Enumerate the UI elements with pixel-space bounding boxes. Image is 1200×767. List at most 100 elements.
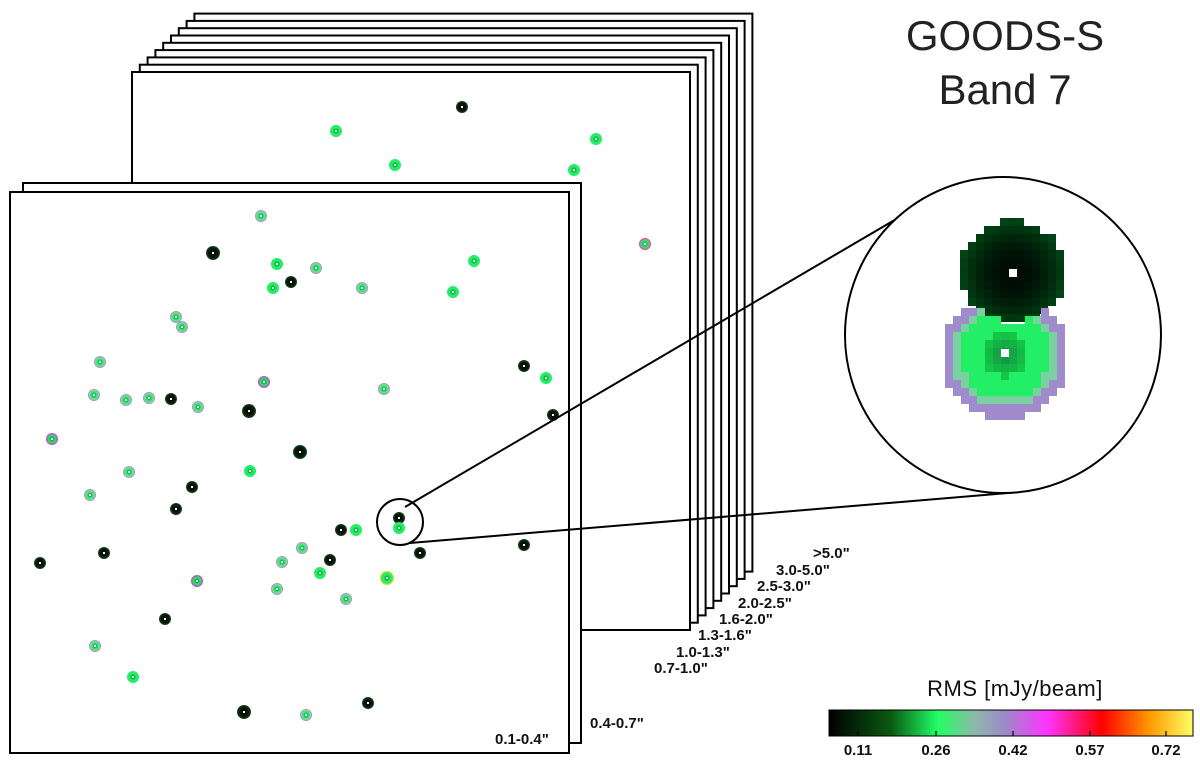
source-center-pixel xyxy=(394,164,396,166)
zoom-pixel xyxy=(969,316,977,324)
zoom-pixel xyxy=(1009,364,1017,372)
source-center-pixel xyxy=(249,470,251,472)
source-center-pixel xyxy=(263,381,265,383)
source-center-pixel xyxy=(148,397,150,399)
zoom-pixel xyxy=(1008,282,1016,290)
zoom-pixel xyxy=(969,388,977,396)
zoom-pixel xyxy=(961,388,969,396)
zoom-pixel xyxy=(1009,332,1017,340)
source-center-pixel xyxy=(89,494,91,496)
zoom-pixel xyxy=(977,380,985,388)
zoom-pixel xyxy=(977,340,985,348)
zoom-pixel xyxy=(961,324,969,332)
zoom-pixel xyxy=(1001,332,1009,340)
zoom-pixel xyxy=(985,356,993,364)
zoom-source-center xyxy=(1009,269,1017,277)
zoom-pixel xyxy=(992,266,1000,274)
zoom-pixel xyxy=(1033,404,1041,412)
zoom-pixel xyxy=(985,380,993,388)
zoom-pixel xyxy=(1041,340,1049,348)
zoom-pixel xyxy=(1025,348,1033,356)
zoom-pixel xyxy=(1024,226,1032,234)
source-center-pixel xyxy=(573,169,575,171)
zoom-pixel xyxy=(976,250,984,258)
zoom-pixel xyxy=(1032,274,1040,282)
zoom-pixel xyxy=(1017,396,1025,404)
zoom-pixel xyxy=(1000,298,1008,306)
zoom-pixel xyxy=(969,332,977,340)
zoom-pixel xyxy=(961,372,969,380)
zoom-pixel xyxy=(1049,324,1057,332)
zoom-pixel xyxy=(1000,258,1008,266)
zoom-pixel xyxy=(969,348,977,356)
zoom-pixel xyxy=(1057,380,1065,388)
zoom-pixel xyxy=(1000,282,1008,290)
zoom-pixel xyxy=(1008,226,1016,234)
zoom-pixel xyxy=(984,234,992,242)
zoom-pixel xyxy=(1025,364,1033,372)
zoom-pixel xyxy=(992,226,1000,234)
zoom-pixel xyxy=(961,332,969,340)
zoom-pixel xyxy=(993,372,1001,380)
source-center-pixel xyxy=(276,263,278,265)
zoom-pixel xyxy=(1041,396,1049,404)
zoom-pixel xyxy=(977,388,985,396)
zoom-pixel xyxy=(953,372,961,380)
zoom-pixel xyxy=(1048,274,1056,282)
zoom-pixel xyxy=(1000,234,1008,242)
zoom-pixel xyxy=(1048,290,1056,298)
zoom-pixel xyxy=(1016,298,1024,306)
zoom-pixel xyxy=(1016,282,1024,290)
zoom-pixel xyxy=(984,258,992,266)
source-center-pixel xyxy=(329,559,331,561)
zoom-pixel xyxy=(1000,274,1008,282)
zoom-pixel xyxy=(1001,324,1009,332)
source-center-pixel xyxy=(523,544,525,546)
zoom-pixel xyxy=(1033,348,1041,356)
source-center-pixel xyxy=(305,714,307,716)
source-center-pixel xyxy=(260,215,262,217)
source-marker-ring xyxy=(379,570,395,586)
zoom-pixel xyxy=(1001,364,1009,372)
zoom-pixel xyxy=(1040,282,1048,290)
source-center-pixel xyxy=(276,588,278,590)
zoom-pixel xyxy=(977,404,985,412)
zoom-pixel xyxy=(1057,364,1065,372)
zoom-pixel xyxy=(1009,412,1017,420)
source-center-pixel xyxy=(340,529,342,531)
resolution-bin-label: 0.7-1.0" xyxy=(654,660,708,677)
source-center-pixel xyxy=(386,577,388,579)
zoom-pixel xyxy=(1024,250,1032,258)
source-center-pixel xyxy=(595,138,597,140)
zoom-pixel xyxy=(1000,314,1008,322)
source-center-pixel xyxy=(335,130,337,132)
zoom-pixel xyxy=(985,332,993,340)
zoom-pixel xyxy=(1033,380,1041,388)
source-center-pixel xyxy=(170,398,172,400)
source-center-pixel xyxy=(191,486,193,488)
zoom-pixel xyxy=(1016,250,1024,258)
zoom-pixel xyxy=(1017,324,1025,332)
zoom-pixel xyxy=(985,340,993,348)
zoom-pixel xyxy=(969,404,977,412)
zoom-pixel xyxy=(953,324,961,332)
zoom-pixel xyxy=(985,372,993,380)
zoom-pixel xyxy=(976,274,984,282)
zoom-pixel xyxy=(1041,380,1049,388)
zoom-pixel xyxy=(1008,274,1016,282)
zoom-pixel xyxy=(1024,266,1032,274)
zoom-pixel xyxy=(1057,348,1065,356)
zoom-pixel xyxy=(993,340,1001,348)
zoom-pixel xyxy=(1000,242,1008,250)
source-center-pixel xyxy=(272,287,274,289)
source-center-pixel xyxy=(243,711,245,713)
resolution-bin-labels: 0.1-0.4"0.4-0.7"0.7-1.0"1.0-1.3"1.3-1.6"… xyxy=(495,545,850,748)
zoom-pixel xyxy=(1025,340,1033,348)
zoom-pixel xyxy=(992,274,1000,282)
zoom-pixel xyxy=(1009,380,1017,388)
zoom-pixel xyxy=(1057,356,1065,364)
zoom-pixel xyxy=(968,242,976,250)
zoom-connector-upper xyxy=(404,207,916,508)
zoom-pixel xyxy=(1001,340,1009,348)
